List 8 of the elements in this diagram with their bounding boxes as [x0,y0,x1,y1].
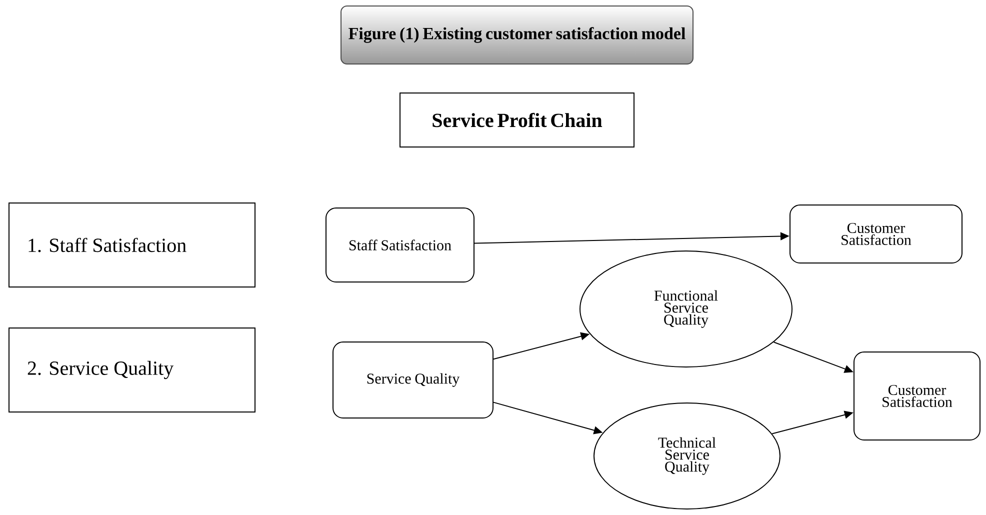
process-box: Service Quality [332,342,494,418]
category-box: 1. Staff Satisfaction [8,202,256,288]
process-box: Customer Satisfaction [854,352,980,440]
heading-box: Service Profit Chain [400,92,634,148]
title-banner: Figure (1) Existing customer satisfaction model [340,6,694,64]
process-box: Customer Satisfaction [790,204,962,264]
process-box: Staff Satisfaction [326,208,474,282]
category-box: 2. Service Quality [8,328,256,412]
